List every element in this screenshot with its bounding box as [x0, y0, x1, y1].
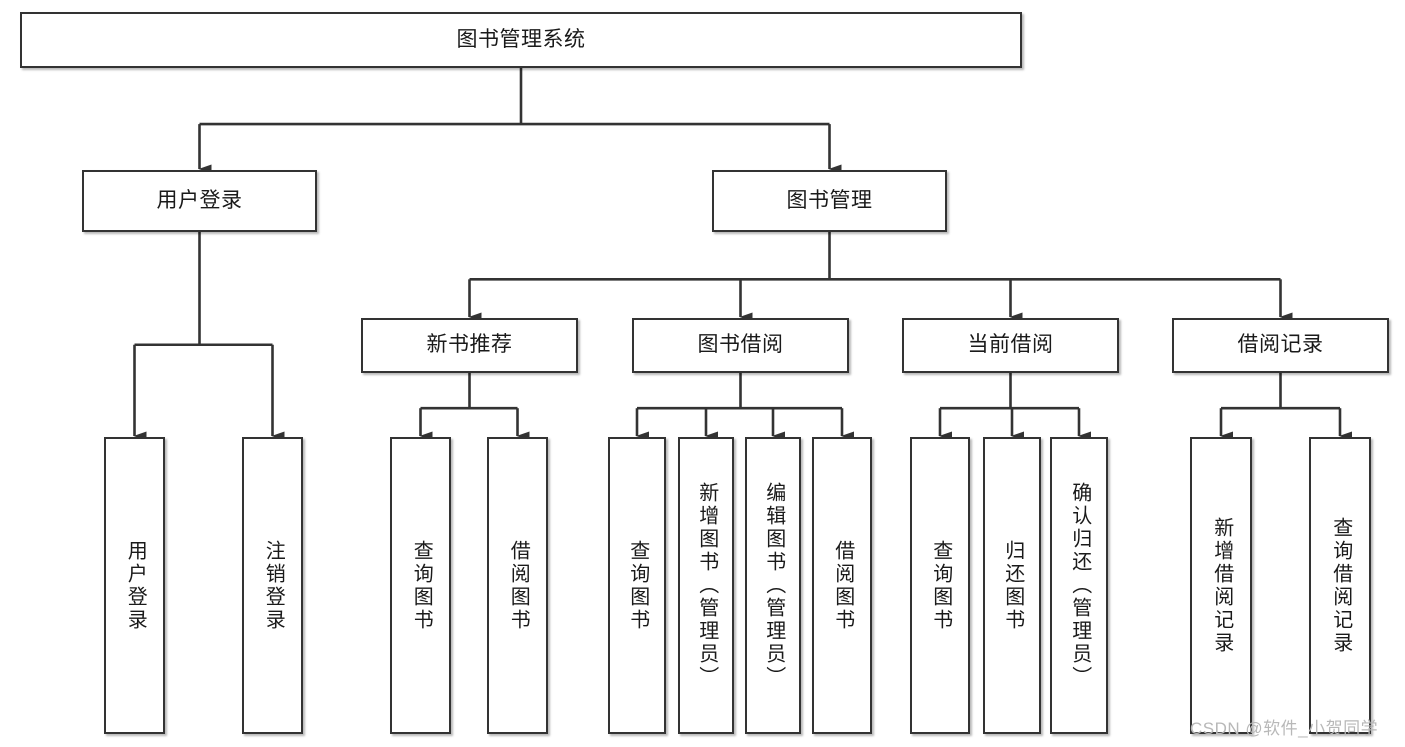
node-label: 借阅图书 [831, 539, 854, 632]
node-label: 新书推荐 [426, 333, 513, 357]
node-leaf-confirm-return[interactable]: 确认归还（管理员） [1050, 437, 1108, 734]
node-label: 查询图书 [626, 539, 649, 632]
node-new-book-rec[interactable]: 新书推荐 [361, 318, 578, 373]
node-label: 注销登录 [262, 539, 285, 632]
node-leaf-add-record[interactable]: 新增借阅记录 [1190, 437, 1252, 734]
node-label: 确认归还（管理员） [1068, 482, 1091, 689]
node-leaf-user-login[interactable]: 用户登录 [104, 437, 165, 734]
node-current-borrow[interactable]: 当前借阅 [902, 318, 1119, 373]
node-leaf-edit-book[interactable]: 编辑图书（管理员） [745, 437, 801, 734]
node-leaf-user-logout[interactable]: 注销登录 [242, 437, 303, 734]
node-borrow-record[interactable]: 借阅记录 [1172, 318, 1389, 373]
node-user-login[interactable]: 用户登录 [82, 170, 317, 232]
node-label: 查询图书 [410, 539, 433, 632]
node-label: 借阅图书 [507, 539, 530, 632]
node-leaf-add-book[interactable]: 新增图书（管理员） [678, 437, 734, 734]
node-label: 图书借阅 [697, 333, 784, 357]
node-label: 用户登录 [156, 188, 243, 212]
node-label: 借阅记录 [1237, 333, 1324, 357]
node-book-manage[interactable]: 图书管理 [712, 170, 947, 232]
node-label: 当前借阅 [967, 333, 1054, 357]
node-label: 新增借阅记录 [1210, 516, 1233, 655]
node-label: 编辑图书（管理员） [762, 482, 785, 689]
node-label: 用户登录 [124, 539, 147, 632]
node-leaf-query-book-1[interactable]: 查询图书 [390, 437, 451, 734]
node-label: 查询借阅记录 [1329, 516, 1352, 655]
node-label: 图书管理系统 [456, 27, 586, 51]
node-leaf-query-book-3[interactable]: 查询图书 [910, 437, 970, 734]
node-leaf-query-record[interactable]: 查询借阅记录 [1309, 437, 1371, 734]
node-leaf-return-book[interactable]: 归还图书 [983, 437, 1041, 734]
node-leaf-borrow-book-2[interactable]: 借阅图书 [812, 437, 872, 734]
node-book-borrow[interactable]: 图书借阅 [632, 318, 849, 373]
node-root[interactable]: 图书管理系统 [20, 12, 1022, 68]
node-label: 新增图书（管理员） [695, 482, 718, 689]
node-label: 查询图书 [929, 539, 952, 632]
node-label: 归还图书 [1001, 539, 1024, 632]
node-leaf-borrow-book-1[interactable]: 借阅图书 [487, 437, 548, 734]
node-leaf-query-book-2[interactable]: 查询图书 [608, 437, 666, 734]
node-label: 图书管理 [786, 188, 873, 212]
